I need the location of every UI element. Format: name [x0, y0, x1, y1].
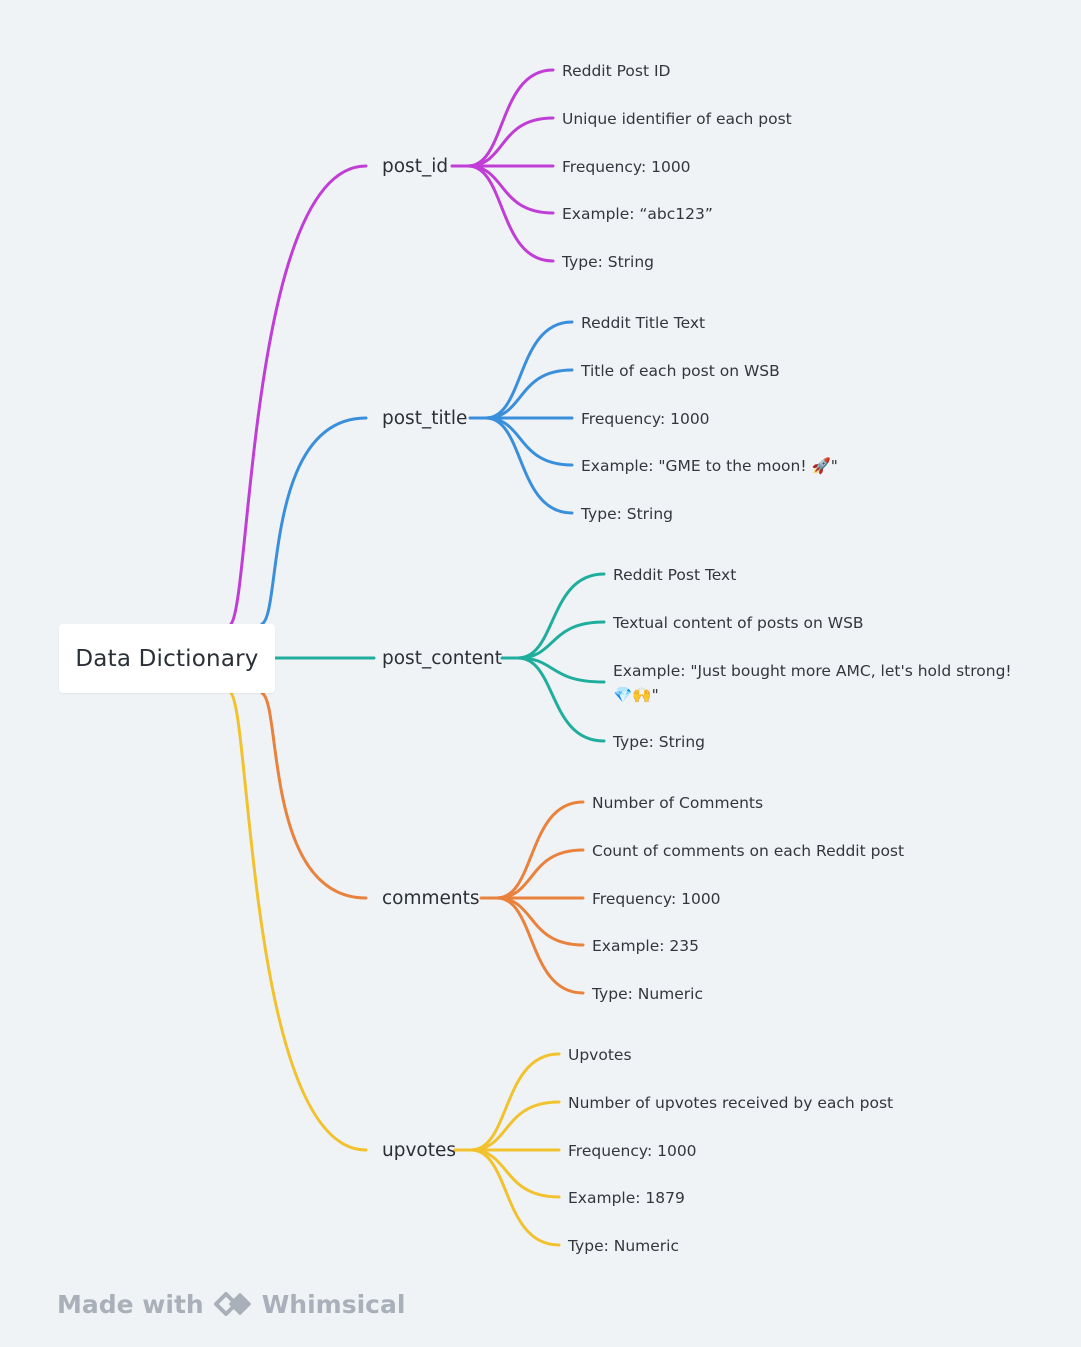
branch-to-leaf-connector: [466, 68, 555, 168]
root-to-branch-connector: [229, 691, 368, 1152]
leaf-node[interactable]: Frequency: 1000: [562, 158, 691, 176]
leaf-node[interactable]: Example: 1879: [568, 1189, 685, 1207]
leaf-node[interactable]: Count of comments on each Reddit post: [592, 842, 905, 860]
branch-to-leaf-connector: [495, 848, 585, 900]
made-with-label: Made with: [57, 1289, 204, 1319]
branch-to-leaf-connector: [484, 416, 574, 467]
branch-to-leaf-connector: [469, 1052, 561, 1152]
branch-to-leaf-connector: [466, 164, 555, 263]
branch-to-leaf-connector: [484, 320, 574, 420]
branch-node-upvotes[interactable]: upvotes: [382, 1140, 457, 1161]
root-to-branch-connector: [229, 164, 368, 626]
leaf-node[interactable]: Title of each post on WSB: [581, 362, 780, 380]
root-to-branch-connector: [260, 416, 368, 626]
branch-to-leaf-connector: [466, 116, 555, 168]
root-node[interactable]: Data Dictionary: [59, 624, 275, 693]
leaf-node[interactable]: Type: String: [581, 505, 674, 523]
leaf-node[interactable]: Frequency: 1000: [592, 890, 721, 908]
branch-to-leaf-connector: [516, 656, 606, 743]
leaf-node[interactable]: Number of Comments: [592, 794, 764, 812]
root-node-label: Data Dictionary: [75, 645, 259, 672]
branch-to-leaf-connector: [466, 164, 555, 215]
whimsical-logo-icon: [213, 1292, 251, 1316]
branch-to-leaf-connector: [495, 896, 585, 947]
leaf-node-continuation: 💎🙌": [613, 686, 659, 704]
branch-to-leaf-connector: [484, 416, 574, 515]
leaf-node[interactable]: Example: “abc123”: [562, 205, 713, 223]
leaf-node[interactable]: Reddit Post Text: [613, 566, 737, 584]
branch-node-post-title[interactable]: post_title: [382, 408, 468, 429]
branch-to-leaf-connector: [469, 1148, 561, 1199]
leaf-node[interactable]: Upvotes: [568, 1046, 632, 1064]
branch-to-leaf-connector: [469, 1100, 561, 1152]
leaf-node[interactable]: Type: String: [562, 253, 655, 271]
branch-to-leaf-connector: [495, 800, 585, 900]
leaf-node[interactable]: Example: "Just bought more AMC, let's ho…: [613, 662, 1012, 680]
leaf-node[interactable]: Type: String: [613, 733, 706, 751]
branch-to-leaf-connector: [516, 656, 606, 684]
leaf-node[interactable]: Frequency: 1000: [581, 410, 710, 428]
leaf-node[interactable]: Frequency: 1000: [568, 1142, 697, 1160]
branch-node-post-content[interactable]: post_content: [382, 648, 503, 669]
branch-node-post-id[interactable]: post_id: [382, 156, 449, 177]
branch-to-leaf-connector: [516, 572, 606, 660]
branch-node-comments[interactable]: comments: [382, 888, 480, 909]
leaf-node[interactable]: Textual content of posts on WSB: [613, 614, 864, 632]
branch-to-leaf-connector: [469, 1148, 561, 1247]
leaf-node[interactable]: Example: "GME to the moon! 🚀": [581, 457, 838, 475]
leaf-node[interactable]: Reddit Title Text: [581, 314, 706, 332]
leaf-node[interactable]: Reddit Post ID: [562, 62, 671, 80]
leaf-node[interactable]: Example: 235: [592, 937, 699, 955]
made-with-whimsical-badge[interactable]: Made with Whimsical: [57, 1286, 405, 1322]
branch-to-leaf-connector: [516, 620, 606, 660]
root-to-branch-connector: [260, 691, 368, 900]
branch-to-leaf-connector: [484, 368, 574, 420]
leaf-node[interactable]: Type: Numeric: [568, 1237, 680, 1255]
whimsical-brand-label: Whimsical: [261, 1289, 406, 1319]
leaf-node[interactable]: Number of upvotes received by each post: [568, 1094, 894, 1112]
branch-to-leaf-connector: [495, 896, 585, 995]
leaf-node[interactable]: Unique identifier of each post: [562, 110, 792, 128]
leaf-node[interactable]: Type: Numeric: [592, 985, 704, 1003]
